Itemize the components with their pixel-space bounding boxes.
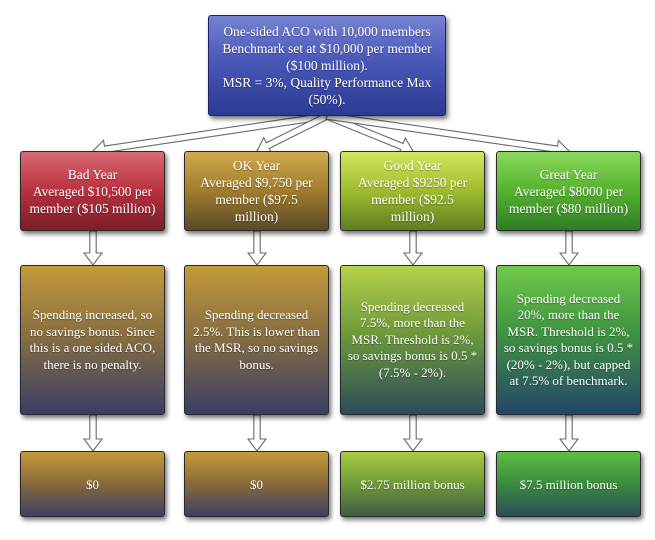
great-year-text: Great Year Averaged $8000 per member ($8…: [508, 166, 629, 216]
great-year-description-box: Spending decreased 20%, more than the MS…: [496, 265, 641, 415]
good-year-result-box: $2.75 million bonus: [340, 451, 485, 517]
arrow-bad-description-to-result: [82, 414, 104, 452]
ok-year-result-box: $0: [184, 451, 329, 517]
ok-year-text: OK Year Averaged $9,750 per member ($97.…: [200, 158, 313, 224]
arrow-ok-year-to-description: [246, 230, 268, 266]
good-year-description-text: Spending decreased 7.5%, more than the M…: [347, 298, 478, 380]
great-year-box: Great Year Averaged $8000 per member ($8…: [496, 151, 641, 231]
bad-year-text: Bad Year Averaged $10,500 per member ($1…: [29, 166, 156, 216]
aco-summary-box: One-sided ACO with 10,000 members Benchm…: [208, 15, 446, 116]
arrow-good-description-to-result: [402, 414, 424, 452]
bad-year-description-text: Spending increased, so no savings bonus.…: [29, 307, 156, 372]
good-year-text: Good Year Averaged $9250 per member ($92…: [357, 158, 468, 224]
bad-year-result-text: $0: [86, 476, 99, 492]
ok-year-result-text: $0: [250, 476, 263, 492]
bad-year-description-box: Spending increased, so no savings bonus.…: [20, 265, 165, 415]
ok-year-description-text: Spending decreased 2.5%. This is lower t…: [193, 307, 320, 372]
good-year-box: Good Year Averaged $9250 per member ($92…: [340, 151, 485, 231]
ok-year-box: OK Year Averaged $9,750 per member ($97.…: [184, 151, 329, 231]
arrow-bad-year-to-description: [82, 230, 104, 266]
ok-year-description-box: Spending decreased 2.5%. This is lower t…: [184, 265, 329, 415]
great-year-result-box: $7.5 million bonus: [496, 451, 641, 517]
arrow-good-year-to-description: [402, 230, 424, 266]
arrow-great-year-to-description: [558, 230, 580, 266]
bad-year-result-box: $0: [20, 451, 165, 517]
great-year-description-text: Spending decreased 20%, more than the MS…: [503, 290, 634, 389]
arrow-great-description-to-result: [558, 414, 580, 452]
bad-year-box: Bad Year Averaged $10,500 per member ($1…: [20, 151, 165, 231]
good-year-description-box: Spending decreased 7.5%, more than the M…: [340, 265, 485, 415]
good-year-result-text: $2.75 million bonus: [360, 476, 465, 492]
great-year-result-text: $7.5 million bonus: [519, 476, 618, 492]
arrow-ok-description-to-result: [246, 414, 268, 452]
aco-summary-text: One-sided ACO with 10,000 members Benchm…: [222, 24, 432, 107]
